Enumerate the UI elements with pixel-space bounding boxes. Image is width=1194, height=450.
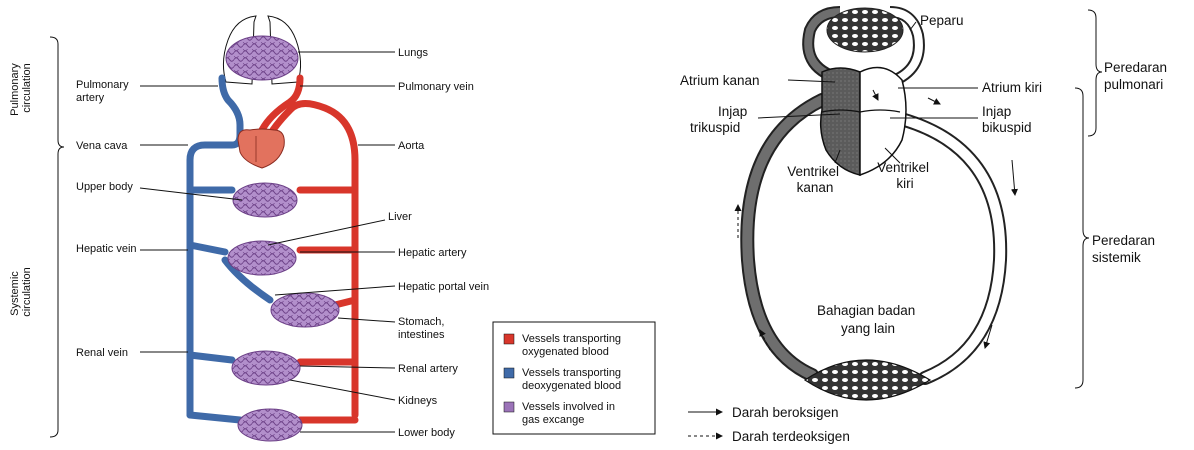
legend-oxygenated: Darah beroksigen bbox=[732, 405, 839, 420]
right-legend: Darah beroksigen Darah terdeoksigen bbox=[688, 405, 850, 444]
kidneys-label: Kidneys bbox=[398, 395, 438, 407]
flow-arrows bbox=[734, 89, 1018, 351]
oxygenated-vessels bbox=[258, 74, 359, 424]
pulmonari-brace bbox=[1087, 9, 1103, 137]
legend-item-deoxygenated: Vessels transporting deoxygenated blood bbox=[503, 367, 624, 392]
upper-body-label: Upper body bbox=[76, 181, 133, 193]
peredaran-diagram: Peparu Atrium kanan Atrium kiri Injap tr… bbox=[680, 6, 1171, 444]
left-legend: Vessels transporting oxygenated blood Ve… bbox=[492, 321, 656, 435]
stomach-capillaries bbox=[270, 292, 340, 328]
legend-swatch-purple bbox=[503, 401, 515, 413]
svg-text:Vessels transporting: Vessels transporting deoxygenated blood bbox=[522, 367, 624, 392]
aorta-label: Aorta bbox=[398, 140, 425, 152]
kidney-capillaries bbox=[231, 350, 301, 386]
left-side-heart bbox=[859, 66, 907, 177]
peredaran-sistemik-label: Peredaran sistemik bbox=[1092, 233, 1159, 265]
svg-text:Vessels involved in: Vessels involved in gas excange bbox=[522, 401, 618, 426]
liver-capillaries bbox=[227, 240, 297, 276]
circulation-brace bbox=[49, 36, 65, 438]
lung-capillaries bbox=[826, 7, 904, 53]
hepatic-vein-label: Hepatic vein bbox=[76, 243, 137, 255]
pulmonary-side-label: Pulmonary circulation bbox=[9, 60, 33, 116]
solid-flow-arrow-right bbox=[1011, 159, 1018, 196]
solid-flow-arrow-heart bbox=[872, 89, 879, 101]
lungs-label: Lungs bbox=[398, 47, 428, 59]
body-capillaries bbox=[803, 359, 932, 401]
stomach-intestines-label: Stomach, intestines bbox=[398, 316, 448, 341]
heart-diagram bbox=[819, 66, 907, 177]
legend-item-oxygenated: Vessels transporting oxygenated blood bbox=[503, 333, 624, 358]
svg-text:Vessels transporting: Vessels transporting oxygenated blood bbox=[522, 333, 624, 358]
atrium-kanan-label: Atrium kanan bbox=[680, 73, 760, 88]
hepatic-portal-vein-label: Hepatic portal vein bbox=[398, 281, 489, 293]
legend-item-gas-exchange: Vessels involved in gas excange bbox=[503, 401, 618, 426]
bahagian-badan-label: Bahagian badan yang lain bbox=[817, 303, 919, 336]
right-labels: Peparu Atrium kanan Atrium kiri Injap tr… bbox=[680, 13, 1171, 336]
side-braces: Pulmonary circulation Systemic circulati… bbox=[9, 36, 65, 438]
heart bbox=[237, 128, 285, 169]
peparu-label: Peparu bbox=[920, 13, 964, 28]
solid-flow-arrow-lower bbox=[983, 324, 993, 349]
left-labels: Lungs Pulmonary artery Pulmonary vein Ve… bbox=[76, 47, 489, 439]
systemic-loop bbox=[740, 93, 1008, 385]
ventrikel-kiri-label: Ventrikel kiri bbox=[877, 160, 933, 191]
lung-capillary-bed bbox=[225, 35, 299, 81]
renal-vein-label: Renal vein bbox=[76, 347, 128, 359]
upper-body-capillaries bbox=[232, 182, 298, 218]
peredaran-pulmonari-label: Peredaran pulmonari bbox=[1104, 60, 1171, 92]
legend-deoxygenated: Darah terdeoksigen bbox=[732, 429, 850, 444]
legend-swatch-blue bbox=[503, 367, 515, 379]
systemic-side-label: Systemic circulation bbox=[9, 267, 33, 317]
lower-body-label: Lower body bbox=[398, 427, 455, 439]
pulmonary-vein-label: Pulmonary vein bbox=[398, 81, 474, 93]
leader-lines bbox=[139, 51, 396, 433]
right-leader-lines bbox=[757, 21, 978, 164]
systemic-pulmonary-diagram: Pulmonary circulation Systemic circulati… bbox=[9, 15, 656, 442]
renal-artery-label: Renal artery bbox=[398, 363, 458, 375]
right-side-heart bbox=[819, 67, 861, 176]
injap-trikuspid-label: Injap trikuspid bbox=[690, 104, 751, 135]
lungs-outline bbox=[222, 15, 302, 85]
atrium-kiri-label: Atrium kiri bbox=[982, 80, 1042, 95]
lower-body-capillaries bbox=[237, 408, 303, 442]
capillary-beds bbox=[227, 182, 340, 442]
liver-label: Liver bbox=[388, 211, 412, 223]
hepatic-artery-label: Hepatic artery bbox=[398, 247, 467, 259]
legend-swatch-red bbox=[503, 333, 515, 345]
right-braces bbox=[1074, 9, 1103, 389]
ventrikel-kanan-label: Ventrikel kanan bbox=[787, 164, 843, 195]
vena-cava-label: Vena cava bbox=[76, 140, 128, 152]
pulmonary-artery-label: Pulmonary artery bbox=[76, 79, 132, 104]
sistemik-brace bbox=[1074, 87, 1090, 389]
injap-bikuspid-label: Injap bikuspid bbox=[982, 104, 1032, 135]
dashed-flow-arrow-lower bbox=[759, 329, 771, 351]
solid-flow-arrow-aorta bbox=[927, 97, 941, 105]
